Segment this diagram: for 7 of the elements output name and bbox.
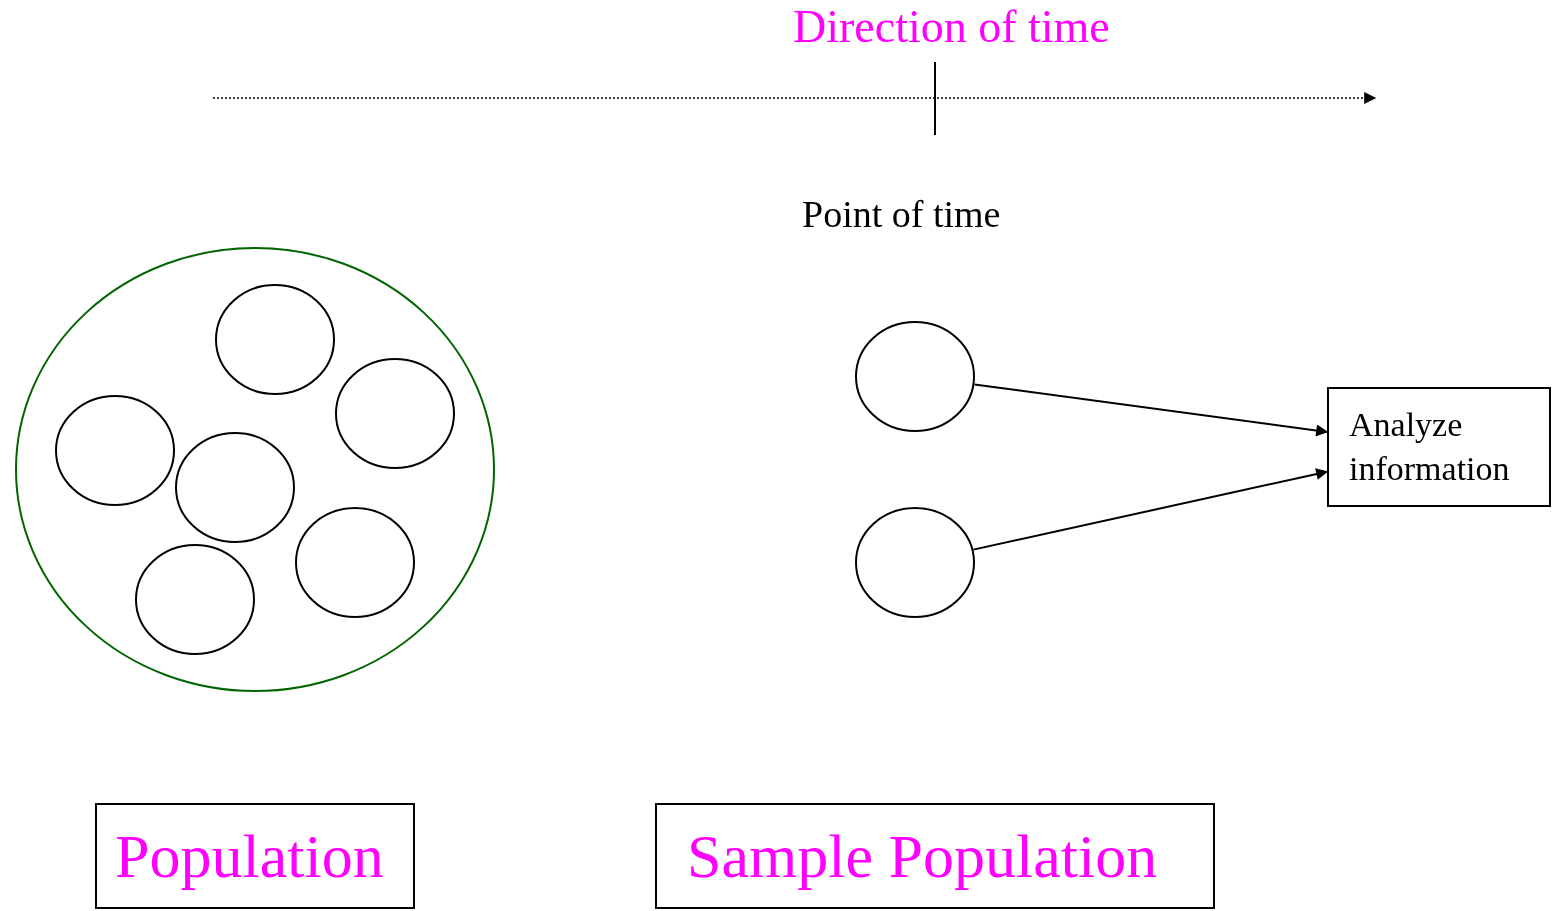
arrow [972,468,1329,551]
text-box: Population [95,803,415,909]
axis-title: Direction of time [793,2,1110,53]
arrow [973,383,1329,437]
text-box: Sample Population [655,803,1215,909]
text-box: Analyze information [1327,387,1551,507]
tick-label: Point of time [802,194,1001,236]
